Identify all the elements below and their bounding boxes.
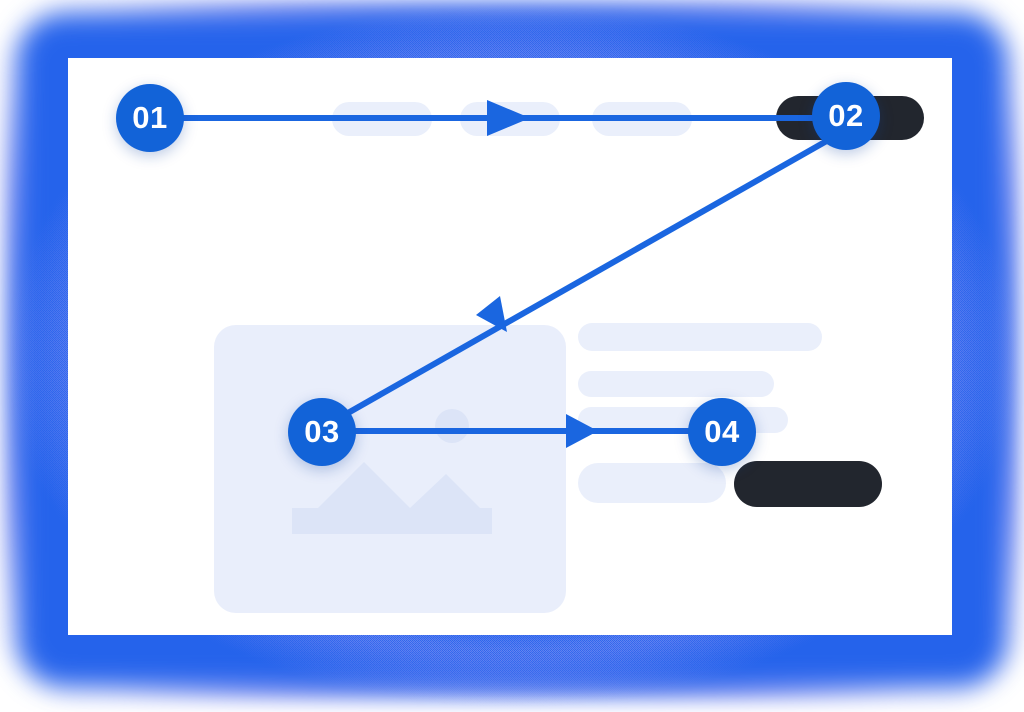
step-badge-02-label: 02 [828,98,864,133]
step-badge-04[interactable]: 04 [688,398,756,466]
image-placeholder [214,325,566,613]
bottom-dark-button[interactable] [734,461,882,507]
top-pill-2 [460,102,560,136]
text-line-1 [578,323,822,351]
step-badge-01-label: 01 [132,100,168,135]
text-line-3 [578,407,788,433]
top-pill-3 [592,102,692,136]
step-badge-03[interactable]: 03 [288,398,356,466]
white-canvas [68,58,952,635]
step-badge-01[interactable]: 01 [116,84,184,152]
text-line-2 [578,371,774,397]
text-line-4 [578,463,726,503]
step-badge-04-label: 04 [704,414,740,449]
step-badge-02[interactable]: 02 [812,82,880,150]
step-badge-03-label: 03 [304,414,340,449]
mountain-photo-icon [292,409,492,534]
top-pill-1 [332,102,432,136]
